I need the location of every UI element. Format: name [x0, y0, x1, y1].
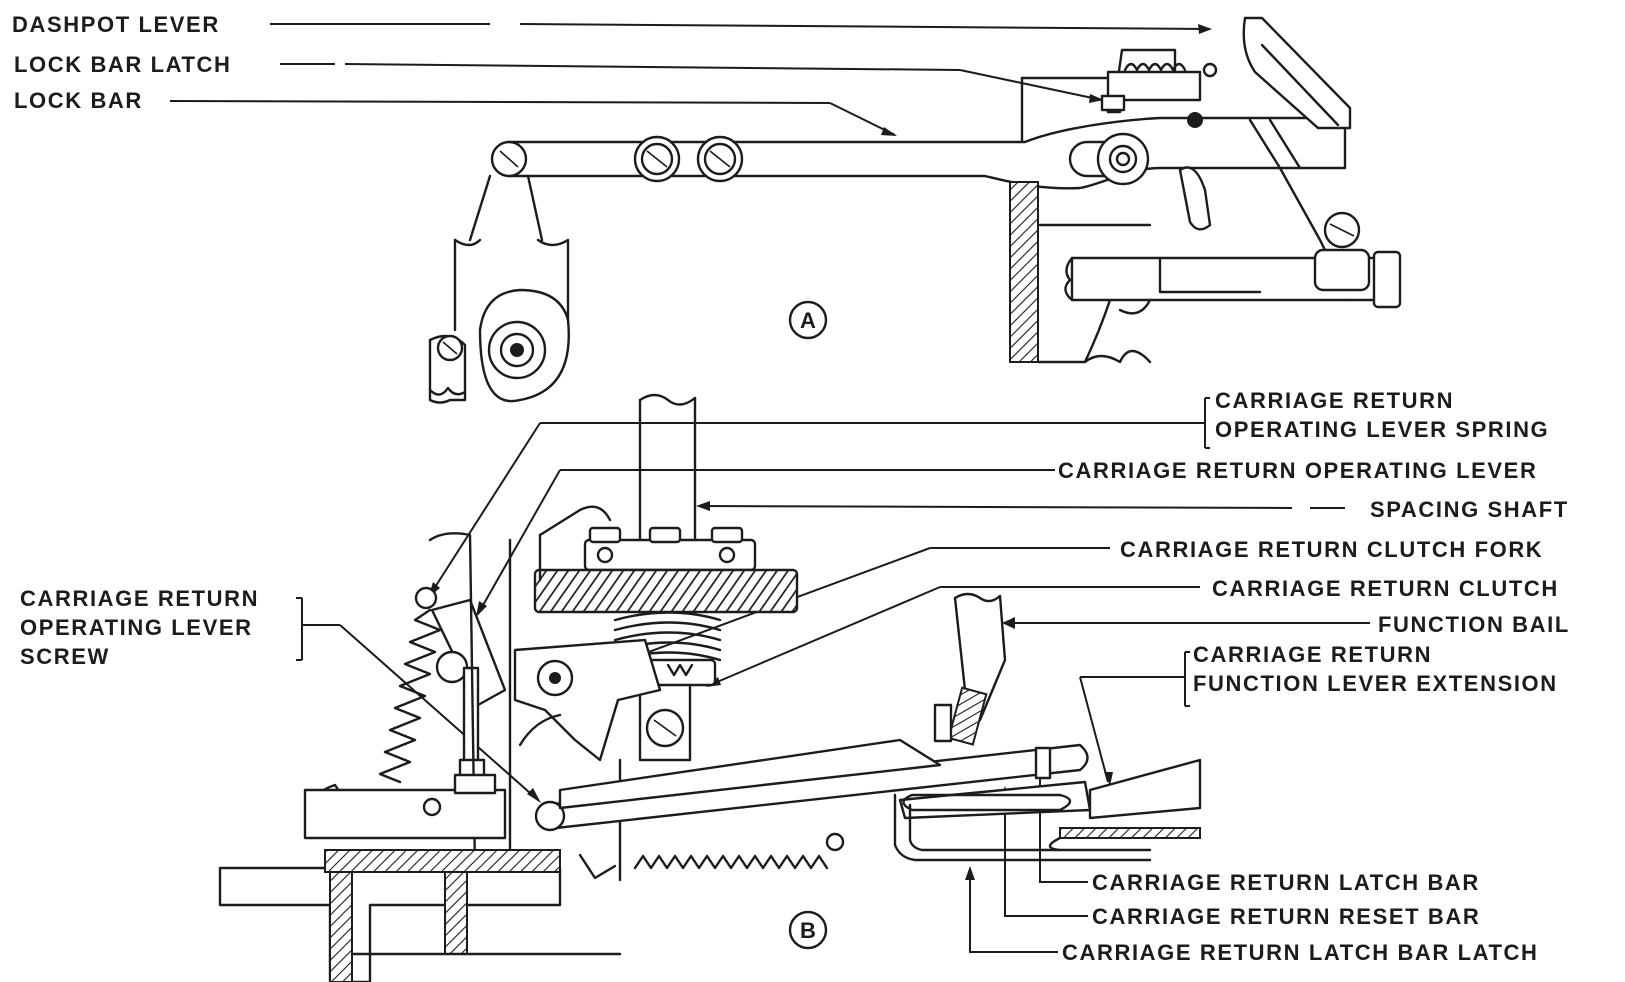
view-b-marker-text: B — [800, 918, 816, 943]
right-mechanism-a — [1009, 16, 1402, 364]
spacing-shaft — [638, 393, 697, 542]
label-cr-clutch: CARRIAGE RETURN CLUTCH — [1212, 576, 1559, 601]
label-cr-reset-bar: CARRIAGE RETURN RESET BAR — [1092, 904, 1480, 929]
lower-spring — [578, 832, 845, 880]
function-lever — [534, 738, 1092, 832]
label-function-bail: FUNCTION BAIL — [1378, 612, 1570, 637]
label-lock-bar: LOCK BAR — [14, 88, 143, 113]
view-b-leaders — [296, 397, 1370, 953]
label-cr-latch-bar: CARRIAGE RETURN LATCH BAR — [1092, 870, 1480, 895]
view-a-leaders — [169, 23, 1212, 136]
left-pivot-lever — [428, 174, 570, 404]
label-dashpot-lever: DASHPOT LEVER — [12, 12, 220, 37]
label-cr-operating-lever-screw-line1: CARRIAGE RETURN — [20, 586, 259, 611]
function-bail — [933, 592, 1007, 746]
label-cr-operating-lever-screw-line2: OPERATING LEVER — [20, 615, 253, 640]
view-b-marker: B — [788, 910, 828, 950]
label-cr-operating-lever-spring-line1: CARRIAGE RETURN — [1215, 388, 1454, 413]
label-cr-operating-lever-spring-line2: OPERATING LEVER SPRING — [1215, 417, 1549, 442]
label-cr-operating-lever-screw-line3: SCREW — [20, 644, 110, 669]
operating-lever-spring — [317, 586, 442, 812]
base-frame — [218, 773, 622, 982]
label-lock-bar-latch: LOCK BAR LATCH — [14, 52, 232, 77]
latch-bars — [893, 758, 1202, 862]
label-cr-clutch-fork: CARRIAGE RETURN CLUTCH FORK — [1120, 537, 1543, 562]
label-cr-function-lever-extension-line1: CARRIAGE RETURN — [1193, 642, 1432, 667]
view-a-marker: A — [788, 300, 828, 340]
lock-bar — [490, 116, 1347, 190]
label-cr-operating-lever: CARRIAGE RETURN OPERATING LEVER — [1058, 458, 1537, 483]
label-cr-function-lever-extension-line2: FUNCTION LEVER EXTENSION — [1193, 671, 1558, 696]
label-spacing-shaft: SPACING SHAFT — [1370, 497, 1569, 522]
view-a: A — [169, 16, 1402, 404]
view-b: B — [218, 393, 1370, 982]
label-cr-latch-bar-latch: CARRIAGE RETURN LATCH BAR LATCH — [1062, 940, 1539, 965]
view-a-marker-text: A — [800, 308, 816, 333]
